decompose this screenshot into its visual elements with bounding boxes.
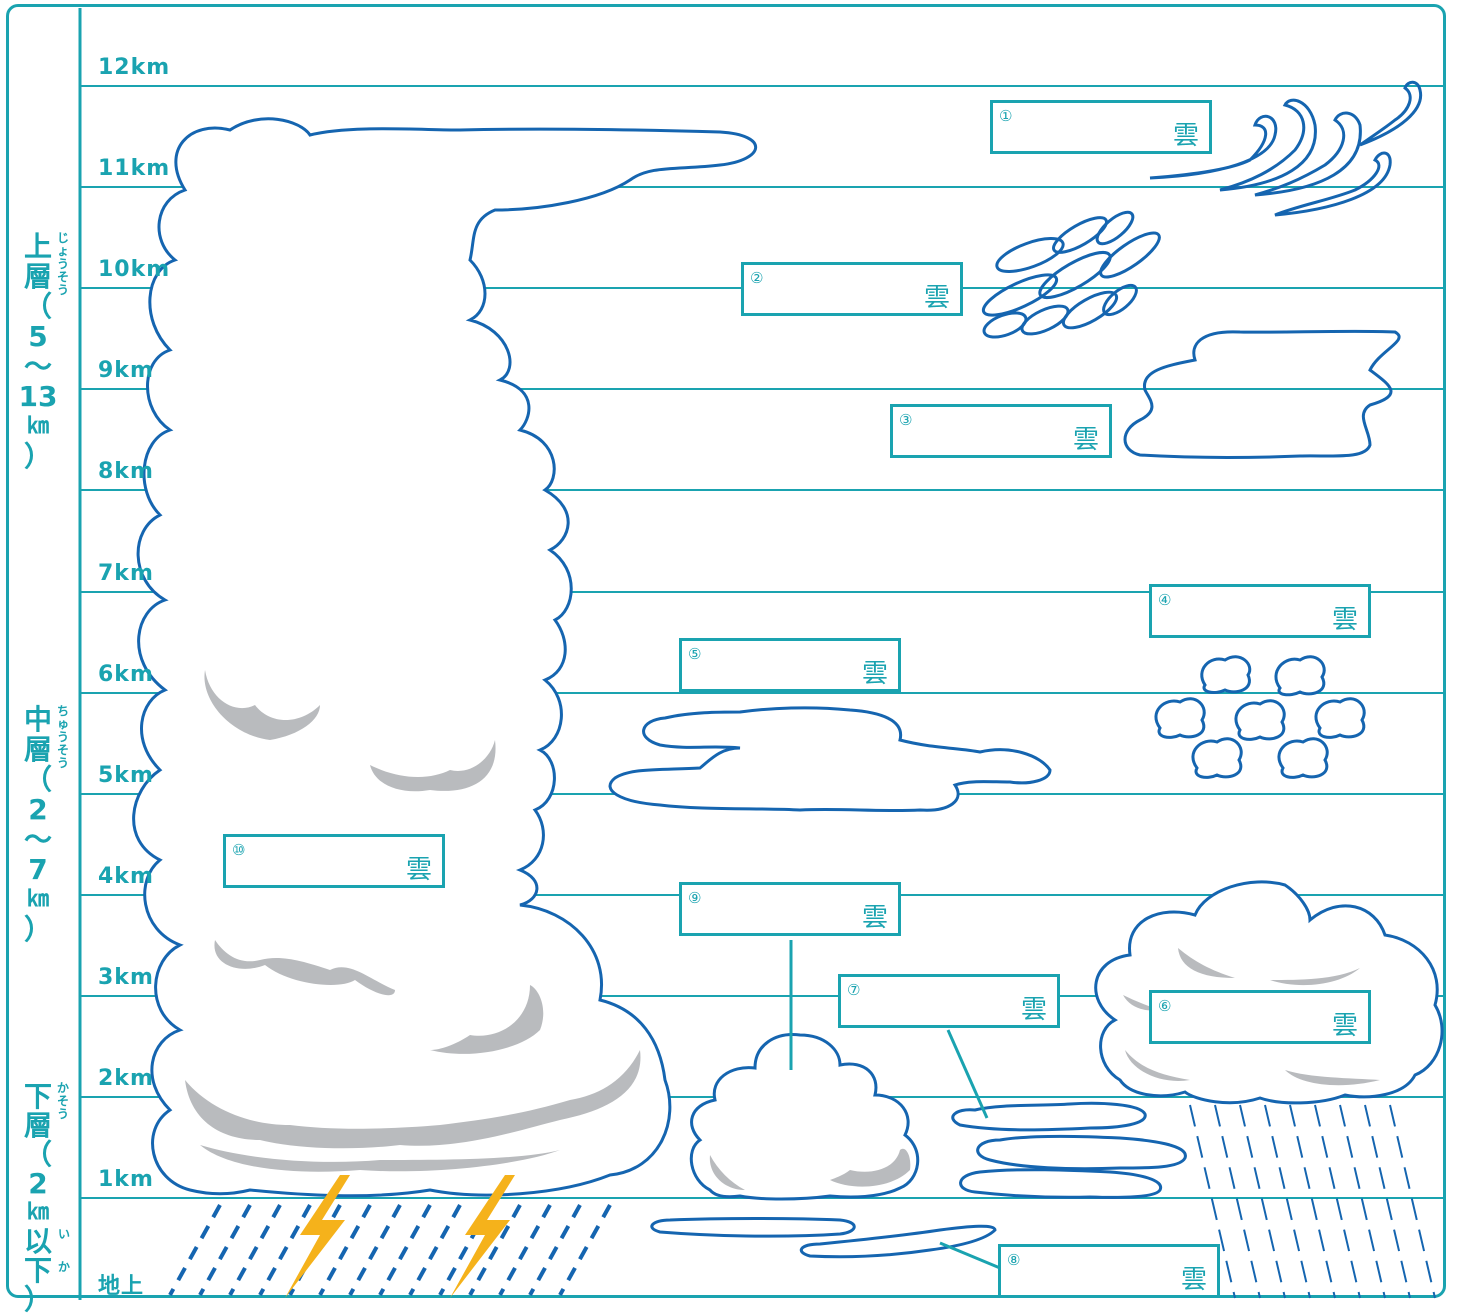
answer-box-7[interactable]: ⑦ 雲 [838,974,1060,1028]
cirrostratus-cloud [1125,331,1399,457]
box-kanji: 雲 [1173,115,1199,152]
box-kanji: 雲 [862,897,888,934]
box-number: ③ [899,411,912,429]
cumulus-cloud [691,1035,917,1199]
answer-box-2[interactable]: ② 雲 [741,262,963,316]
box-number: ④ [1158,591,1171,609]
box-number: ⑨ [688,889,701,907]
altitude-label-9km: 9km [98,358,154,383]
altitude-label-8km: 8km [98,459,154,484]
cirrocumulus-cloud [979,207,1165,342]
box-number: ⑧ [1007,1251,1020,1269]
box-kanji: 雲 [862,653,888,690]
cumulonimbus-cloud [134,119,756,1196]
box-number: ⑦ [847,981,860,999]
box-kanji: 雲 [1073,419,1099,456]
answer-box-10[interactable]: ⑩ 雲 [223,834,445,888]
altitude-label-7km: 7km [98,561,154,586]
altitude-label-10km: 10km [98,257,170,282]
box-number: ② [750,269,763,287]
ruby-i: い [58,1225,70,1242]
altitude-label-ground: 地上 [98,1268,144,1300]
box-kanji: 雲 [1181,1259,1207,1296]
altocumulus-cloud [1156,657,1364,778]
answer-box-3[interactable]: ③ 雲 [890,404,1112,458]
stratus-cloud [652,1219,995,1257]
band-lower-ruby: かそう [56,1082,70,1121]
altostratus-cloud [610,708,1050,811]
altitude-label-6km: 6km [98,662,154,687]
answer-box-1[interactable]: ① 雲 [990,100,1212,154]
altitude-label-11km: 11km [98,156,170,181]
altitude-label-1km: 1km [98,1167,154,1192]
box-kanji: 雲 [924,277,950,314]
band-middle-label: 中 ちゅうそう 層 （ 2 〜 7 ㎞ ） [18,705,58,945]
box-kanji: 雲 [1332,1005,1358,1042]
altitude-label-2km: 2km [98,1066,154,1091]
answer-box-4[interactable]: ④ 雲 [1149,584,1371,638]
answer-box-5[interactable]: ⑤ 雲 [679,638,901,692]
altitude-label-5km: 5km [98,763,154,788]
heavy-rain [170,1205,610,1295]
band-lower-label: 下 かそう 層 （ 2 ㎞ 以 下 ） [18,1082,58,1314]
box-number: ⑩ [232,841,245,859]
box-number: ⑤ [688,645,701,663]
box-kanji: 雲 [1021,989,1047,1026]
altitude-label-4km: 4km [98,864,154,889]
answer-box-6[interactable]: ⑥ 雲 [1149,990,1371,1044]
ruby-ka: か [58,1258,70,1275]
band-upper-ruby: じょうそう [56,232,70,297]
band-middle-ruby: ちゅうそう [56,705,70,770]
box-number: ① [999,107,1012,125]
light-rain [1190,1105,1435,1298]
box-kanji: 雲 [406,849,432,886]
box-number: ⑥ [1158,997,1171,1015]
answer-box-9[interactable]: ⑨ 雲 [679,882,901,936]
box-kanji: 雲 [1332,599,1358,636]
altitude-label-12km: 12km [98,55,170,80]
answer-box-8[interactable]: ⑧ 雲 [998,1244,1220,1298]
altitude-label-3km: 3km [98,965,154,990]
band-upper-label: 上 じょうそう 層 （ 5 〜 13 ㎞ ） [18,232,58,472]
